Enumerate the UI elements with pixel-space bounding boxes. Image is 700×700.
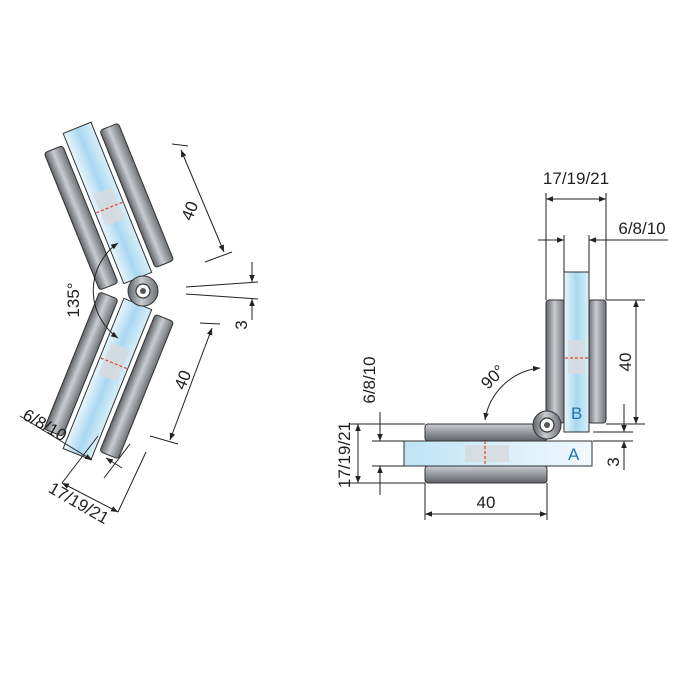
upper-clamp-screw [93, 187, 125, 227]
horizontal-clamp-screw [465, 445, 509, 462]
right-hinge: B A 17/19/21 [335, 169, 668, 520]
right-vertical-leaf-label: 40 [616, 353, 635, 372]
gap-ext-bottom [185, 293, 259, 300]
right-angle-label: 90° [477, 361, 509, 393]
upper-clamp-plate-right [100, 123, 174, 268]
upper-clamp-plate-left [44, 145, 118, 290]
lower-clamp-screw [98, 342, 130, 382]
gap-ext-top [185, 281, 259, 288]
upper-leaf [44, 121, 174, 290]
lower-leaf [44, 292, 174, 461]
glass-dim-arrow-out [105, 457, 123, 469]
left-hinge: 135° 40 40 3 6/8/10 17/19/21 [19, 121, 259, 528]
total-ext-right [117, 451, 147, 513]
left-pivot-pin [140, 288, 146, 294]
total-dim-line [61, 482, 119, 513]
vertical-clamp-plate-right [587, 299, 607, 424]
horizontal-clamp-plate-top [424, 423, 548, 442]
glass-ext-a [61, 435, 99, 484]
glass-dim-arrow-in [19, 415, 93, 461]
right-left-total-label: 17/19/21 [335, 422, 354, 488]
right-top-total-label: 17/19/21 [543, 169, 609, 188]
upper-40-ext-bottom [204, 251, 233, 263]
left-angle-label: 135° [64, 282, 83, 317]
upper-40-dim-line [180, 149, 225, 253]
lower-40-ext-bottom [149, 435, 179, 445]
vertical-clamp-screw [568, 340, 585, 374]
right-pivot-pin [544, 422, 550, 428]
left-angle-arc [92, 242, 119, 339]
horizontal-clamp-plate-bottom [424, 465, 548, 484]
right-top-glass-label: 6/8/10 [618, 219, 665, 238]
lower-clamp-plate-right [100, 314, 174, 459]
lower-40-ext-top [199, 322, 221, 325]
right-left-glass-label: 6/8/10 [360, 356, 379, 403]
right-bottom-leaf-label: 40 [477, 493, 496, 512]
vertical-clamp-plate-left [545, 299, 566, 424]
lower-clamp-plate-left [44, 292, 118, 437]
panel-b-label: B [571, 404, 582, 423]
left-gap-label: 3 [232, 320, 251, 329]
lower-leaf-length-label: 40 [171, 368, 196, 393]
upper-40-ext-top [171, 143, 189, 147]
upper-leaf-length-label: 40 [178, 199, 203, 224]
right-angle-arc [483, 365, 541, 421]
right-gap-label: 3 [604, 457, 623, 466]
panel-a-label: A [568, 445, 580, 464]
glass-ext-b [103, 443, 131, 479]
lower-40-dim-line [169, 327, 213, 441]
